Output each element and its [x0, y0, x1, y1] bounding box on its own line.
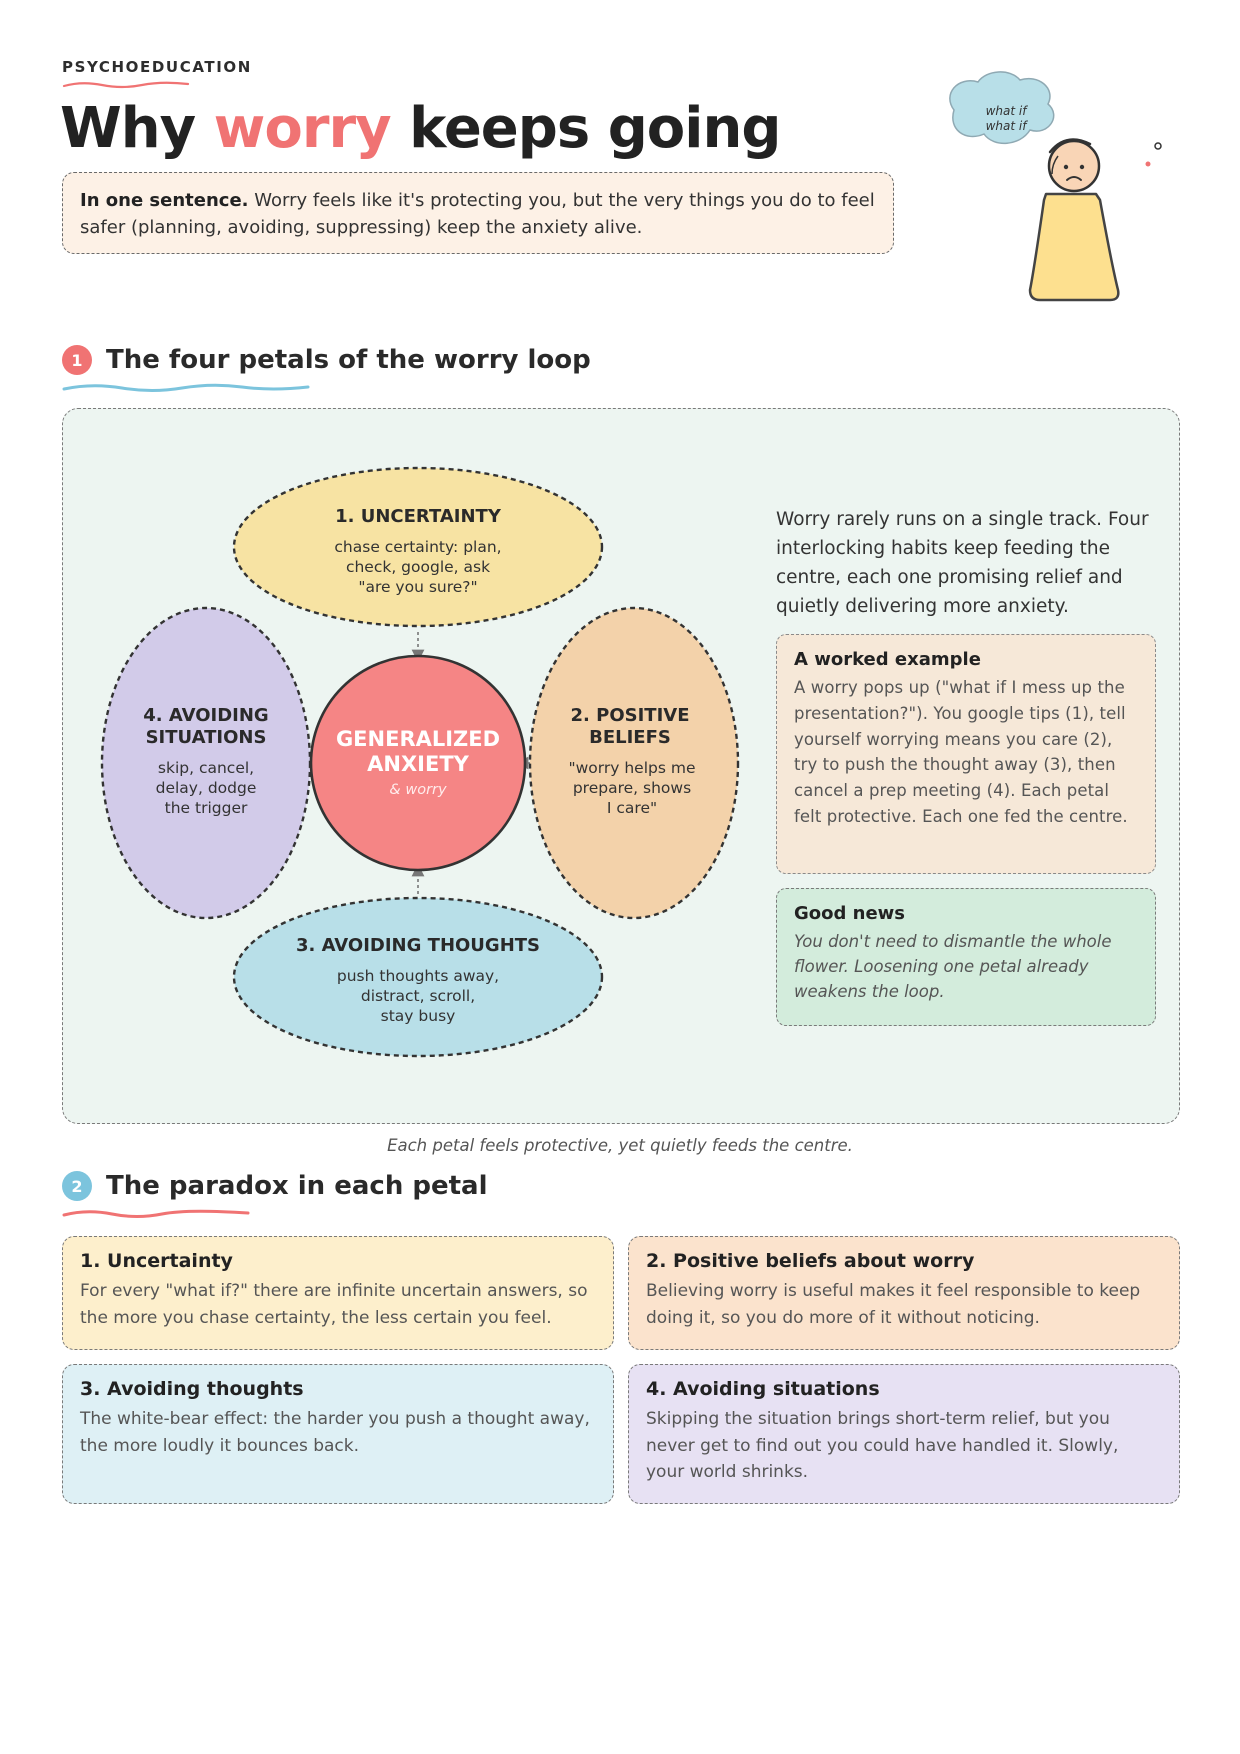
- eyebrow-label: PSYCHOEDUCATION: [62, 58, 252, 76]
- section-1-underline: [62, 383, 310, 392]
- thought-cloud-icon: what if what if: [949, 71, 1055, 144]
- thought-line-2: what if: [986, 119, 1029, 133]
- paradox-card-text: Believing worry is useful makes it feel …: [646, 1281, 1141, 1328]
- section-1-heading: 1 The four petals of the worry loop: [62, 345, 591, 375]
- worked-example-text: A worry pops up ("what if I mess up the …: [794, 678, 1128, 826]
- paradox-card-positive-beliefs: 2. Positive beliefs about worry Believin…: [628, 1236, 1180, 1350]
- sweat-drop-icon: [1145, 161, 1151, 167]
- worked-example-box: A worked example A worry pops up ("what …: [776, 634, 1156, 874]
- page-title: Why worry keeps going: [60, 96, 781, 161]
- sweat-dot-icon: [1154, 142, 1162, 150]
- good-news-box: Good news You don't need to dismantle th…: [776, 888, 1156, 1026]
- paradox-card-title: 1. Uncertainty: [80, 1250, 233, 1272]
- section-2-number-badge: 2: [62, 1171, 92, 1201]
- summary-box: In one sentence. Worry feels like it's p…: [62, 172, 894, 254]
- paradox-card-uncertainty: 1. Uncertainty For every "what if?" ther…: [62, 1236, 614, 1350]
- section-2-heading: 2 The paradox in each petal: [62, 1171, 488, 1201]
- title-part-2: keeps going: [390, 96, 781, 161]
- paradox-card-text: The white-bear effect: the harder you pu…: [80, 1409, 590, 1456]
- worried-person-icon: [1028, 138, 1120, 302]
- section-1-title: The four petals of the worry loop: [106, 345, 591, 375]
- section-1-number-badge: 1: [62, 345, 92, 375]
- paradox-card-title: 3. Avoiding thoughts: [80, 1378, 304, 1400]
- title-accent-word: worry: [213, 96, 392, 161]
- summary-lead: In one sentence.: [80, 190, 249, 211]
- paradox-card-avoiding-thoughts: 3. Avoiding thoughts The white-bear effe…: [62, 1364, 614, 1504]
- paradox-card-avoiding-situations: 4. Avoiding situations Skipping the situ…: [628, 1364, 1180, 1504]
- paradox-card-title: 2. Positive beliefs about worry: [646, 1250, 975, 1272]
- paradox-card-text: For every "what if?" there are infinite …: [80, 1281, 588, 1328]
- eyebrow-underline: [62, 81, 190, 89]
- section-2-underline: [62, 1209, 250, 1218]
- paradox-card-text: Skipping the situation brings short-term…: [646, 1409, 1119, 1482]
- good-news-title: Good news: [794, 903, 906, 924]
- section-2-title: The paradox in each petal: [106, 1171, 488, 1201]
- good-news-text: You don't need to dismantle the whole fl…: [794, 932, 1112, 1001]
- diagram-intro-text: Worry rarely runs on a single track. Fou…: [776, 509, 1149, 617]
- thought-line-1: what if: [986, 104, 1029, 118]
- paradox-card-title: 4. Avoiding situations: [646, 1378, 880, 1400]
- diagram-caption: Each petal feels protective, yet quietly…: [387, 1136, 853, 1155]
- worrier-illustration: what if what if: [949, 71, 1162, 302]
- title-part-1: Why: [60, 96, 214, 161]
- summary-text: Worry feels like it's protecting you, bu…: [80, 190, 875, 238]
- worked-example-title: A worked example: [794, 649, 981, 670]
